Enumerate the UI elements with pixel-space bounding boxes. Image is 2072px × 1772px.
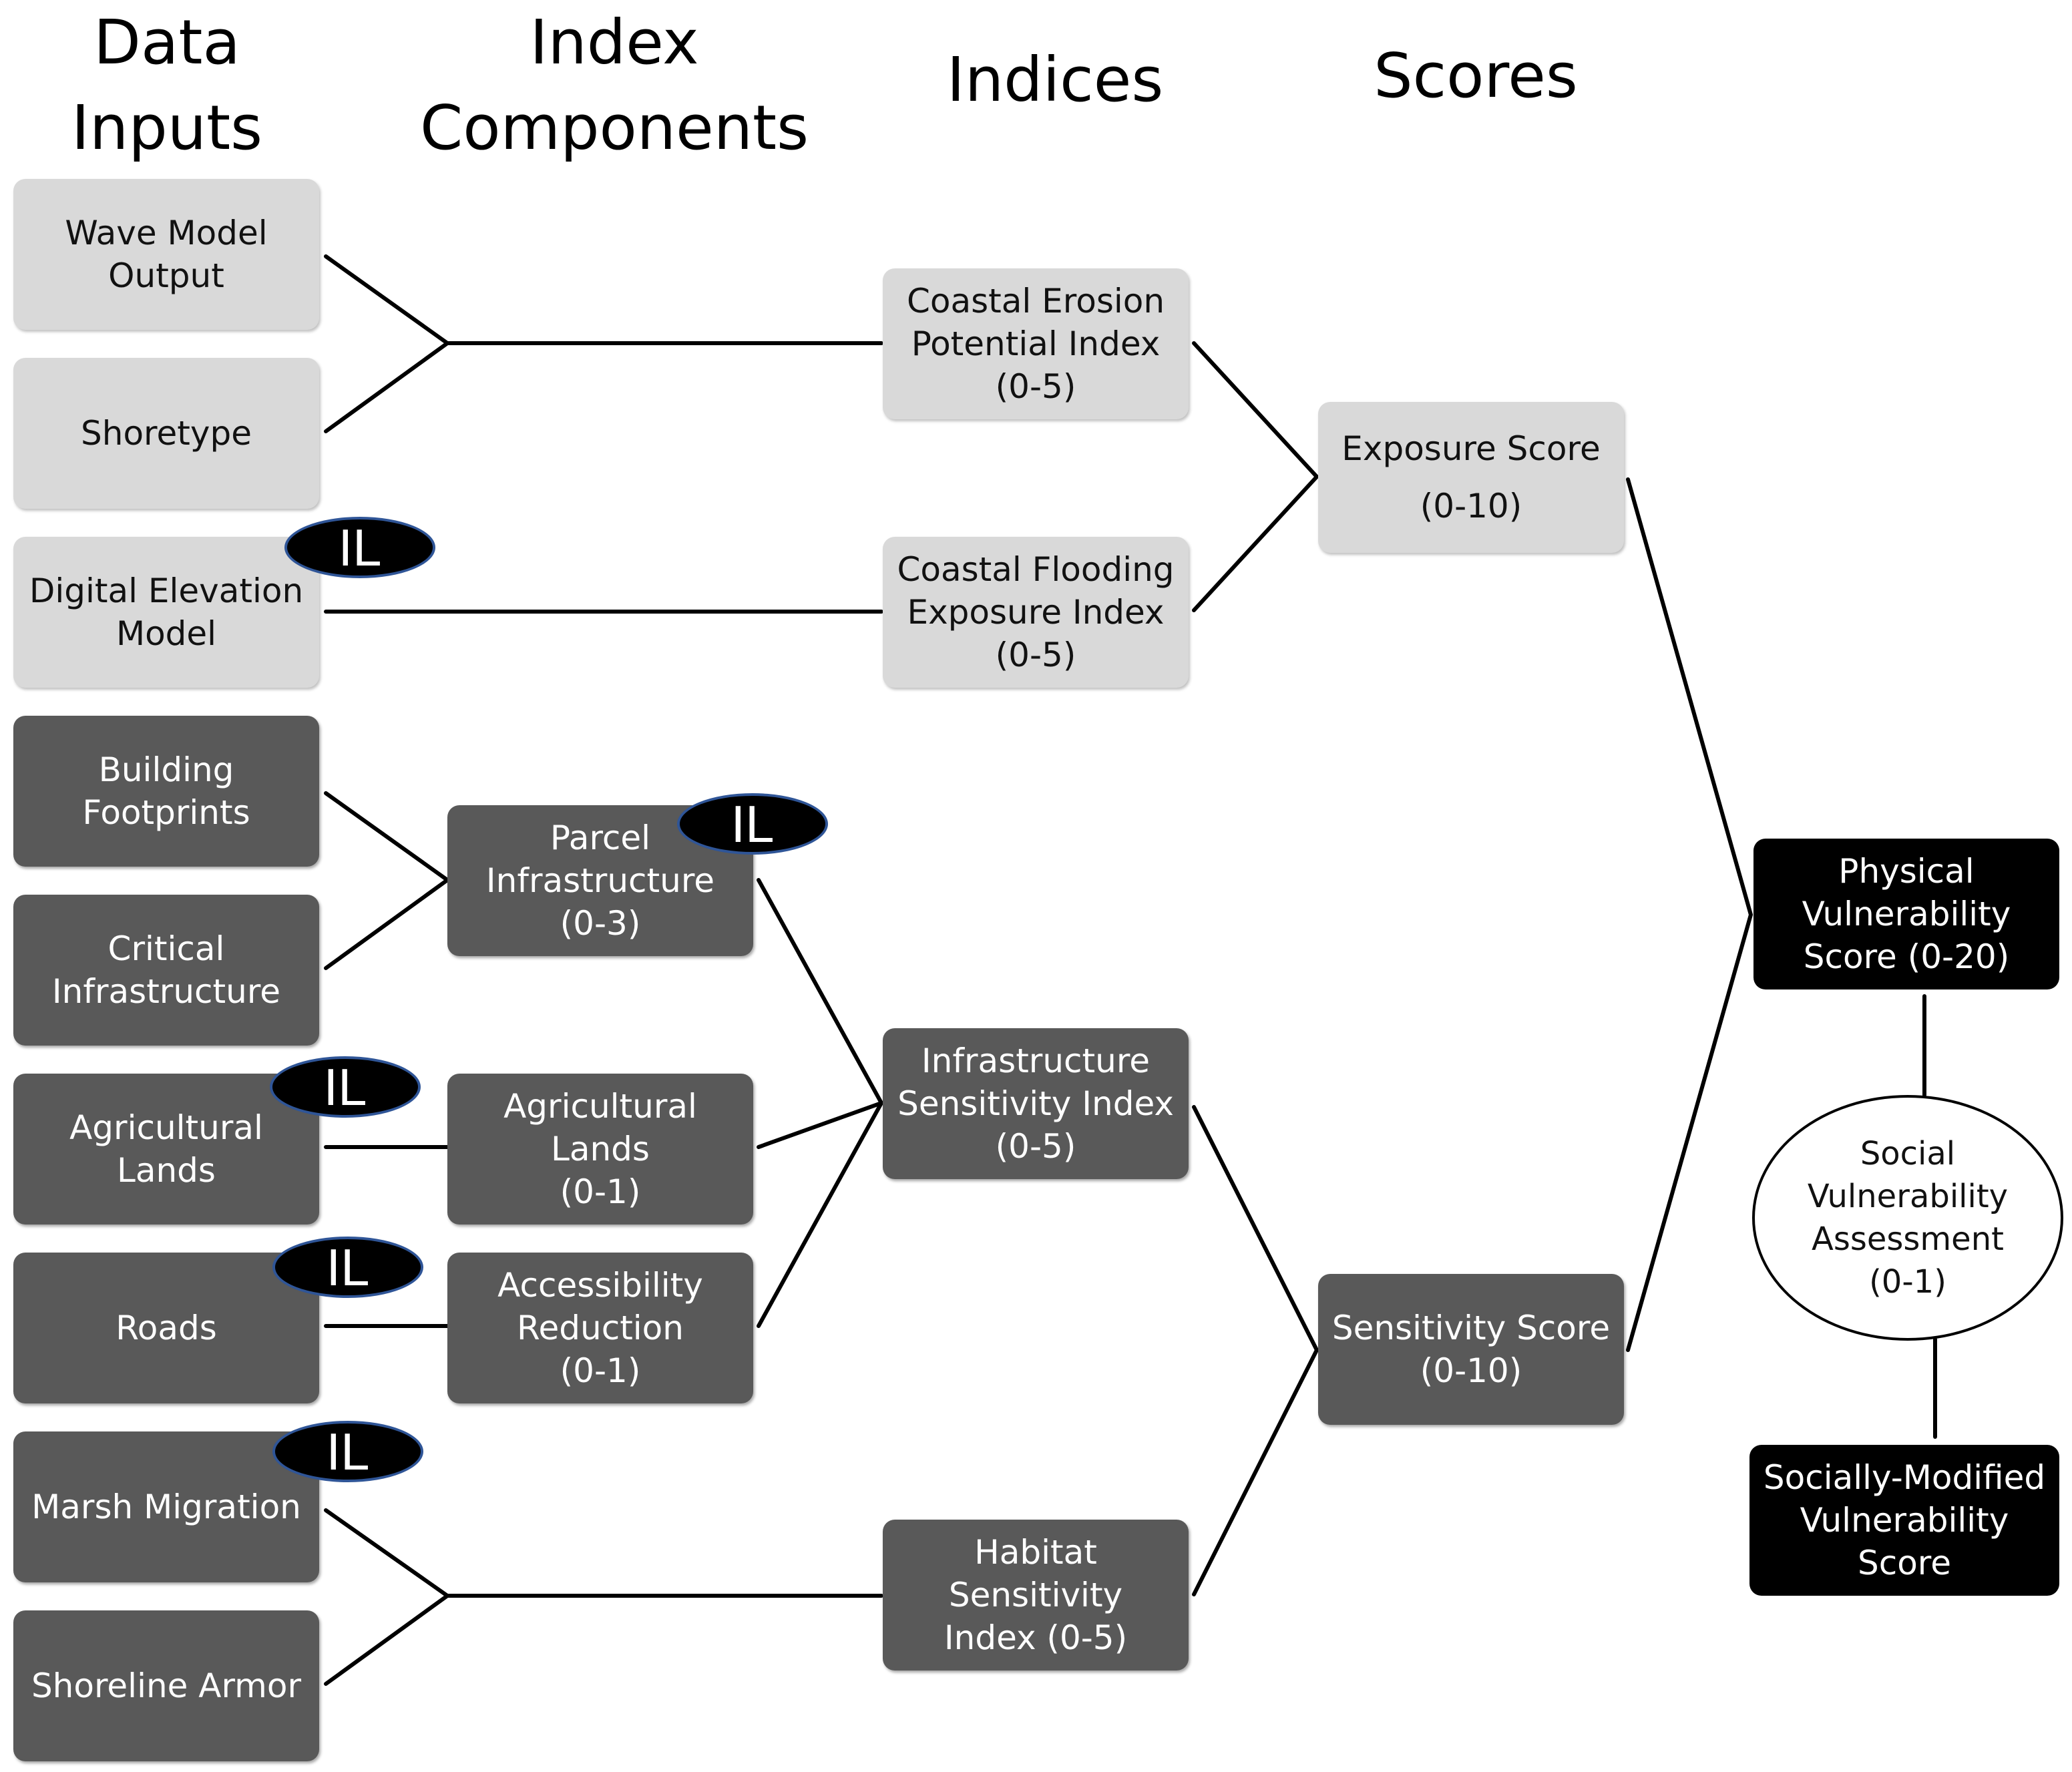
input-shoretype: Shoretype	[13, 358, 319, 509]
index-infrastructure-sensitivity: Infrastructure Sensitivity Index (0-5)	[883, 1028, 1189, 1179]
header-data-inputs: Data Inputs	[71, 7, 263, 164]
input-building-footprints: Building Footprints	[13, 716, 319, 867]
il-badge-roads: IL	[272, 1237, 423, 1298]
il-badge-marsh-migration: IL	[272, 1421, 423, 1482]
index-coastal-erosion-potential: Coastal Erosion Potential Index (0-5)	[883, 268, 1189, 419]
input-shoreline-armor: Shoreline Armor	[13, 1610, 319, 1761]
index-habitat-sensitivity: Habitat Sensitivity Index (0-5)	[883, 1520, 1189, 1671]
input-roads: Roads	[13, 1253, 319, 1403]
connector-marsh-armor	[324, 1508, 451, 1686]
header-indices: Indices	[946, 44, 1164, 116]
header-index-components: Index Components	[419, 7, 809, 164]
input-marsh-migration: Marsh Migration	[13, 1431, 319, 1582]
il-badge-parcel-infrastructure: IL	[677, 793, 828, 855]
score-exposure: Exposure Score (0-10)	[1318, 402, 1624, 553]
connector-agri-component-to-infrastructure	[757, 1101, 883, 1149]
socially-modified-vulnerability-score: Socially-Modified Vulnerability Score	[1749, 1445, 2059, 1596]
input-agricultural-lands: Agricultural Lands	[13, 1074, 319, 1225]
connector-components-to-infrastructure	[757, 878, 884, 1328]
connector-wave-shoretype	[324, 254, 451, 433]
input-wave-model-output: Wave Model Output	[13, 179, 319, 330]
il-badge-agricultural-lands: IL	[270, 1056, 421, 1118]
social-vulnerability-assessment: Social Vulnerability Assessment (0-1)	[1752, 1095, 2063, 1341]
component-accessibility-reduction: Accessibility Reduction (0-1)	[447, 1253, 753, 1403]
component-agricultural-lands: Agricultural Lands (0-1)	[447, 1074, 753, 1225]
connector-erosion-flooding-to-exposure	[1192, 341, 1320, 612]
connector-scores-to-physical	[1626, 477, 1753, 1352]
connector-building-critical	[324, 791, 451, 970]
header-scores: Scores	[1374, 40, 1578, 112]
physical-vulnerability-score: Physical Vulnerability Score (0-20)	[1753, 839, 2059, 989]
il-badge-digital-elevation-model: IL	[284, 517, 435, 578]
component-parcel-infrastructure: Parcel Infrastructure (0-3)	[447, 805, 753, 956]
score-sensitivity: Sensitivity Score (0-10)	[1318, 1274, 1624, 1425]
input-digital-elevation-model: Digital Elevation Model	[13, 537, 319, 688]
index-coastal-flooding-exposure: Coastal Flooding Exposure Index (0-5)	[883, 537, 1189, 688]
connector-infrastructure-habitat-to-sensitivity	[1192, 1105, 1319, 1596]
input-critical-infrastructure: Critical Infrastructure	[13, 895, 319, 1046]
